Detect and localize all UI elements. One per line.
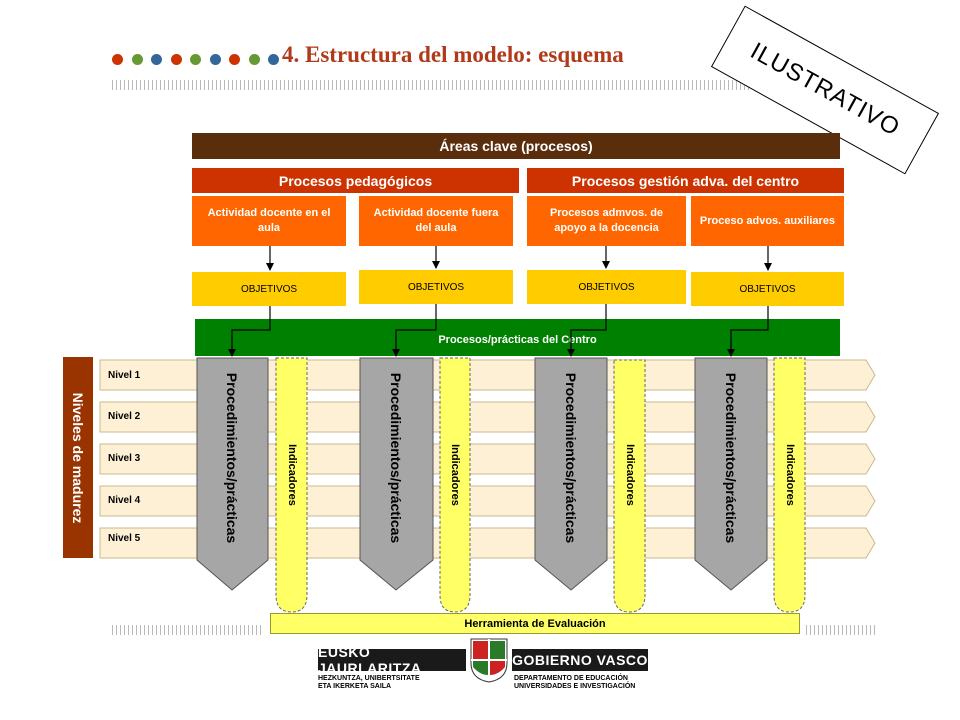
connector-elbow — [727, 306, 769, 357]
indicadores-column-4 — [773, 357, 806, 613]
indicadores-label: Indicadores — [285, 444, 298, 506]
left-department-line: HEZKUNTZA, UNIBERTSITATE — [318, 675, 420, 682]
decorative-dot — [248, 54, 260, 65]
objetivos-box: OBJETIVOS — [359, 270, 513, 304]
indicadores-column-3 — [613, 359, 646, 613]
coat-of-arms-icon — [470, 638, 508, 683]
subprocess-box: Actividad docente fuera del aula — [359, 196, 513, 246]
procedimientos-column-2 — [359, 357, 434, 591]
footer-divider — [112, 625, 264, 635]
gobierno-vasco-logo: GOBIERNO VASCO — [512, 649, 648, 671]
decorative-dots — [112, 50, 282, 70]
herramienta-evaluacion-bar: Herramienta de Evaluación — [270, 613, 800, 634]
practicas-centro-label: Procesos/prácticas del Centro — [438, 333, 597, 346]
procesos-gestion-bar: Procesos gestión adva. del centro — [527, 168, 844, 193]
decorative-dot — [151, 54, 162, 65]
objetivos-box: OBJETIVOS — [527, 270, 686, 304]
indicadores-label: Indicadores — [783, 444, 796, 506]
niveles-de-madurez-label: Niveles de madurez — [70, 392, 86, 523]
procedimientos-column-1 — [196, 357, 269, 591]
procedimientos-label: Procedimientos/prácticas — [723, 372, 739, 544]
decorative-dot — [190, 54, 201, 65]
procedimientos-column-3 — [534, 357, 608, 591]
niveles-de-madurez-bar: Niveles de madurez — [63, 357, 93, 558]
decorative-dot — [112, 54, 123, 65]
right-department-line: DEPARTAMENTO DE EDUCACIÓN — [514, 675, 628, 682]
procedimientos-label: Procedimientos/prácticas — [563, 372, 579, 544]
left-department-line: ETA IKERKETA SAILA — [318, 683, 392, 690]
connector-elbow — [567, 304, 607, 357]
nivel-label: Nivel 5 — [108, 533, 141, 544]
indicadores-label: Indicadores — [449, 444, 461, 506]
procedimientos-column-4 — [694, 357, 768, 591]
procedimientos-label: Procedimientos/prácticas — [388, 372, 404, 544]
nivel-label: Nivel 1 — [108, 370, 141, 381]
procedimientos-label: Procedimientos/prácticas — [224, 372, 240, 544]
nivel-label: Nivel 4 — [108, 495, 141, 506]
procesos-pedagogicos-bar: Procesos pedagógicos — [192, 168, 519, 193]
decorative-dot — [209, 54, 221, 65]
left-department-text: HEZKUNTZA, UNIBERTSITATE ETA IKERKETA SA… — [318, 675, 420, 691]
decorative-dot — [131, 54, 143, 65]
indicadores-label: Indicadores — [623, 444, 636, 506]
decorative-dot — [268, 54, 279, 65]
nivel-label: Nivel 3 — [108, 453, 141, 464]
objetivos-box: OBJETIVOS — [192, 272, 346, 306]
connector-elbow — [228, 306, 271, 357]
subprocess-box: Procesos admvos. de apoyo a la docencia — [527, 196, 686, 246]
indicadores-column-2 — [439, 357, 471, 613]
indicadores-column-1 — [275, 357, 308, 613]
eusko-jaurlaritza-logo: EUSKO JAURLARITZA — [318, 644, 466, 676]
subprocess-box: Proceso advos. auxiliares — [691, 196, 844, 246]
decorative-dot — [170, 54, 182, 65]
right-department-line: UNIVERSIDADES E INVESTIGACIÓN — [514, 683, 636, 690]
connector-elbow — [392, 304, 437, 357]
decorative-dot — [229, 54, 240, 65]
subprocess-box: Actividad docente en el aula — [192, 196, 346, 246]
footer-divider — [806, 625, 878, 635]
nivel-label: Nivel 2 — [108, 411, 141, 422]
objetivos-box: OBJETIVOS — [691, 272, 844, 306]
header-divider — [112, 80, 752, 90]
right-department-text: DEPARTAMENTO DE EDUCACIÓN UNIVERSIDADES … — [514, 675, 635, 691]
areas-clave-bar: Áreas clave (procesos) — [192, 133, 840, 159]
page-title: 4. Estructura del modelo: esquema — [282, 42, 624, 67]
